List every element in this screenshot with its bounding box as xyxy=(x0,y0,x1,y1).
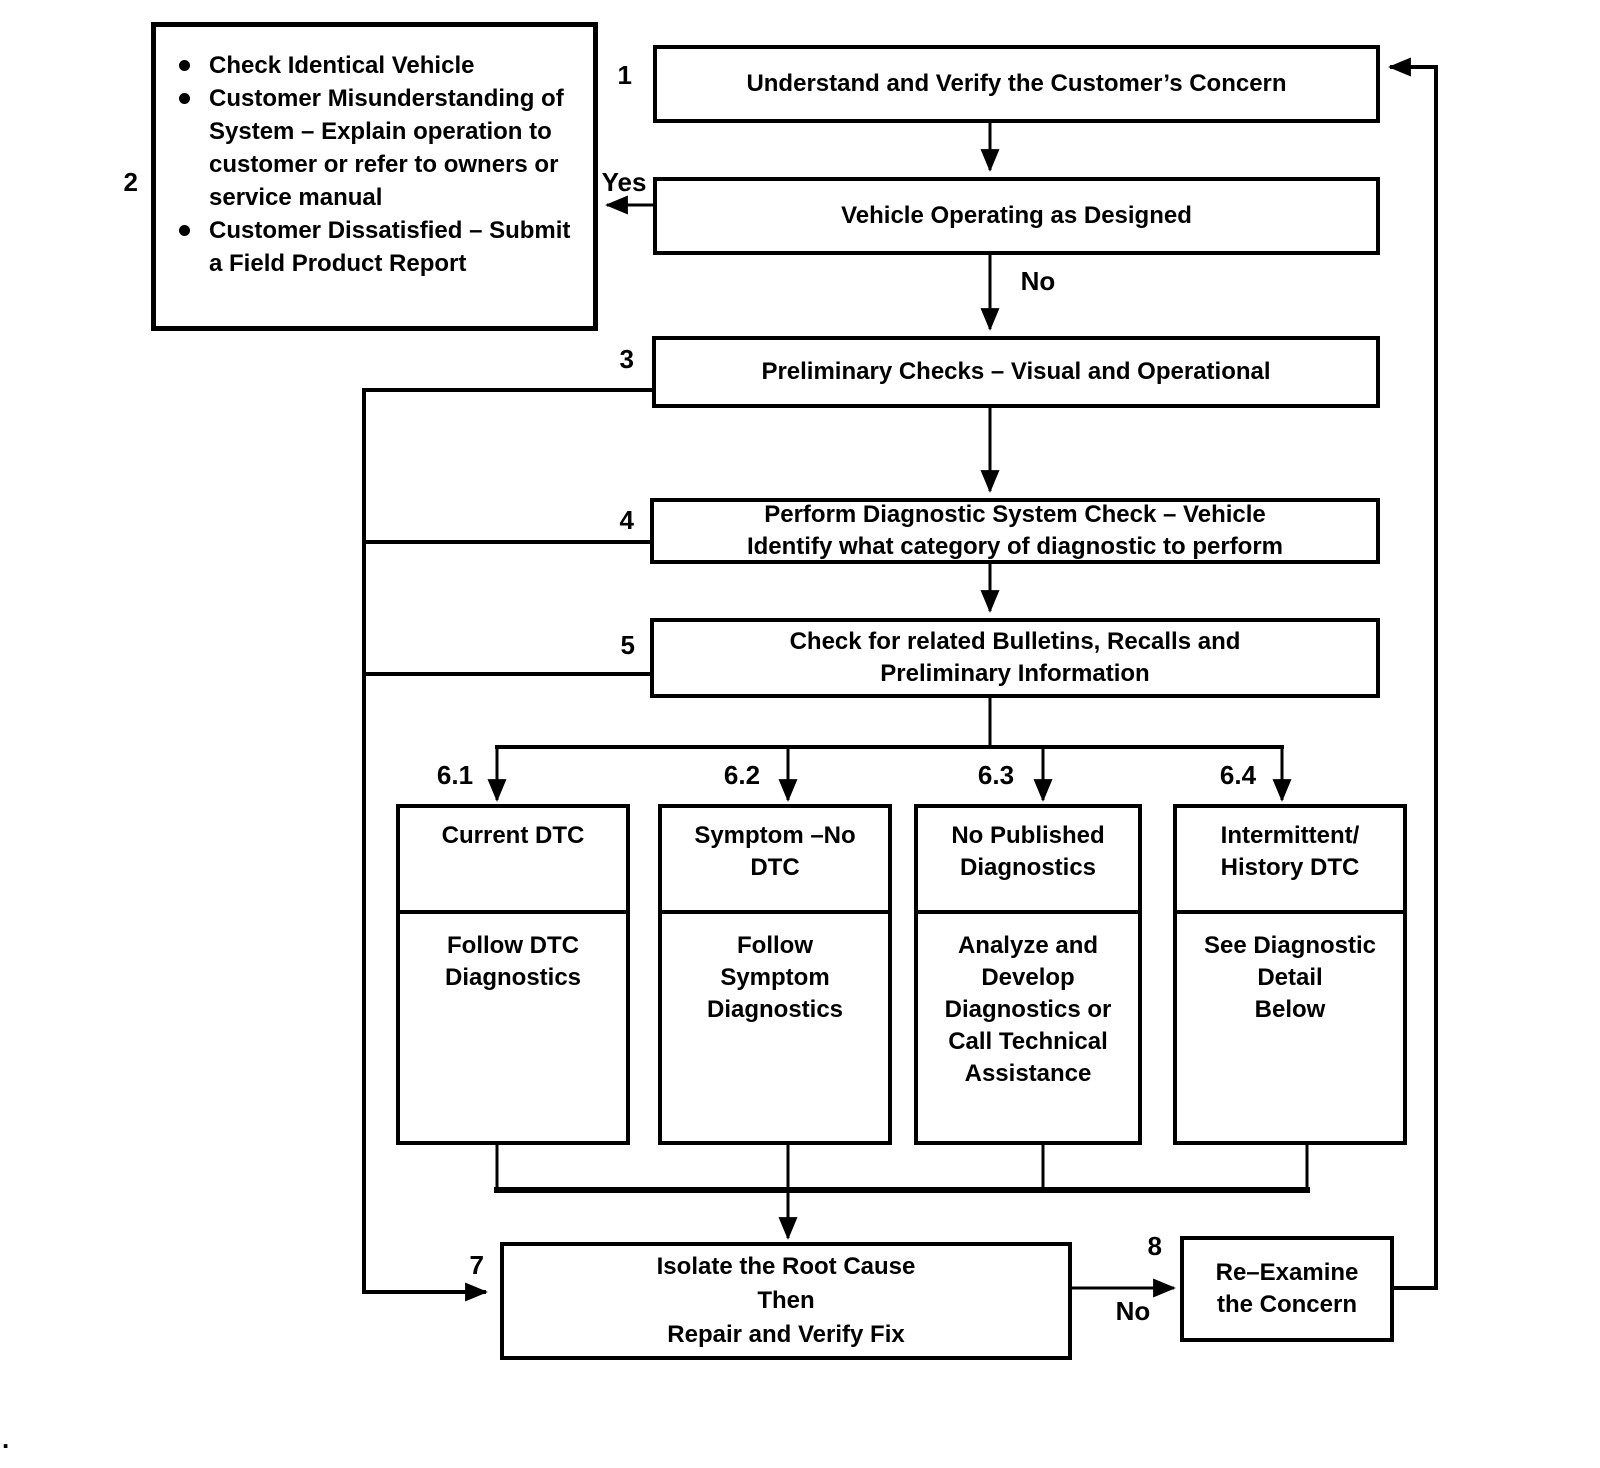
step-7-line-3: Repair and Verify Fix xyxy=(667,1321,905,1348)
step-7-line-1: Isolate the Root Cause xyxy=(656,1253,916,1280)
edge-label-no-operating: No xyxy=(1020,266,1056,296)
category-6-3-header-line: Diagnostics xyxy=(959,854,1097,881)
step-8-reexamine-concern-box: Re–Examine the Concern xyxy=(1180,1236,1394,1342)
category-6-4-body-line: See Diagnostic xyxy=(1203,932,1377,959)
left-rail xyxy=(362,388,652,1302)
bullet-line: Check Identical Vehicle xyxy=(209,52,475,79)
step-5-check-bulletins-box: Check for related Bulletins, Recalls and… xyxy=(650,618,1380,698)
step-3-preliminary-checks-box: Preliminary Checks – Visual and Operatio… xyxy=(652,336,1380,408)
category-6-1-header-line: Current DTC xyxy=(441,822,585,849)
step-number-6-2: 6.2 xyxy=(723,760,761,790)
category-6-3-body-line: Assistance xyxy=(964,1060,1092,1087)
step-8-line-2: the Concern xyxy=(1216,1291,1357,1318)
step-5-line-1: Check for related Bulletins, Recalls and xyxy=(789,628,1241,655)
step-7-line-2: Then xyxy=(757,1287,815,1314)
category-6-4-body: See Diagnostic Detail Below xyxy=(1177,914,1403,1141)
step-number-2: 2 xyxy=(123,167,138,197)
bullet-line: service manual xyxy=(209,184,383,211)
category-6-2-body-line: Diagnostics xyxy=(706,996,844,1023)
step-4-diagnostic-system-check-box: Perform Diagnostic System Check – Vehicl… xyxy=(650,498,1380,564)
step-number-7: 7 xyxy=(469,1250,484,1280)
category-6-4-intermittent-history-dtc-box: Intermittent/ History DTC See Diagnostic… xyxy=(1173,804,1407,1145)
category-6-4-header-line: History DTC xyxy=(1220,854,1360,881)
bullet-check-identical-vehicle: Check Identical Vehicle xyxy=(176,49,474,82)
step-number-3: 3 xyxy=(619,344,634,374)
category-6-1-current-dtc-box: Current DTC Follow DTC Diagnostics xyxy=(396,804,630,1145)
category-6-3-body-line: Develop xyxy=(981,964,1075,991)
category-6-3-header-line: No Published xyxy=(951,822,1105,849)
category-6-3-body-line: Analyze and xyxy=(957,932,1099,959)
category-6-2-header-line: Symptom –No xyxy=(694,822,856,849)
step-8-line-1: Re–Examine xyxy=(1215,1259,1359,1286)
step-4-line-2: Identify what category of diagnostic to … xyxy=(746,533,1284,560)
step-2-normal-operation-box: Check Identical Vehicle Customer Misunde… xyxy=(151,22,598,331)
bullet-line: System – Explain operation to xyxy=(209,118,552,145)
bullet-line: Customer Misunderstanding of xyxy=(209,85,564,112)
decision-vehicle-operating-box: Vehicle Operating as Designed xyxy=(653,177,1380,255)
step-number-6-3: 6.3 xyxy=(977,760,1015,790)
bullet-customer-misunderstanding: Customer Misunderstanding of System – Ex… xyxy=(176,82,564,214)
bullet-line: a Field Product Report xyxy=(209,250,467,277)
category-6-1-body-line: Follow DTC xyxy=(447,932,579,959)
feedback-loop xyxy=(1388,57,1438,1290)
decision-vehicle-operating-label: Vehicle Operating as Designed xyxy=(841,202,1192,229)
category-6-3-no-published-diagnostics-box: No Published Diagnostics Analyze and Dev… xyxy=(914,804,1142,1145)
category-6-4-header: Intermittent/ History DTC xyxy=(1177,808,1403,914)
step-3-label: Preliminary Checks – Visual and Operatio… xyxy=(761,358,1271,385)
step-number-1: 1 xyxy=(617,60,632,90)
footer-period: . xyxy=(2,1424,10,1454)
edge-label-no-reexamine: No xyxy=(1115,1296,1151,1326)
category-6-2-body: Follow Symptom Diagnostics xyxy=(662,914,888,1141)
category-6-4-body-line: Below xyxy=(1254,996,1326,1023)
category-6-3-header: No Published Diagnostics xyxy=(918,808,1138,914)
bullet-customer-dissatisfied: Customer Dissatisfied – Submit a Field P… xyxy=(176,214,570,280)
category-6-1-body-line: Diagnostics xyxy=(444,964,582,991)
category-6-2-body-line: Follow xyxy=(737,932,813,959)
category-6-1-body: Follow DTC Diagnostics xyxy=(400,914,626,1141)
category-6-2-body-line: Symptom xyxy=(720,964,830,991)
step-number-6-4: 6.4 xyxy=(1219,760,1257,790)
bullet-dot-icon xyxy=(179,60,190,71)
bullet-line: customer or refer to owners or xyxy=(209,151,559,178)
category-6-2-header-line: DTC xyxy=(750,854,800,881)
category-6-2-symptom-no-dtc-box: Symptom –No DTC Follow Symptom Diagnosti… xyxy=(658,804,892,1145)
bullet-line: Customer Dissatisfied – Submit xyxy=(209,217,571,244)
step-number-4: 4 xyxy=(619,505,634,535)
category-6-3-body: Analyze and Develop Diagnostics or Call … xyxy=(918,914,1138,1141)
category-6-2-header: Symptom –No DTC xyxy=(662,808,888,914)
step-number-5: 5 xyxy=(620,630,635,660)
step-number-6-1: 6.1 xyxy=(436,760,474,790)
step-1-understand-concern-box: Understand and Verify the Customer’s Con… xyxy=(653,45,1380,123)
category-6-1-header: Current DTC xyxy=(400,808,626,914)
step-5-line-2: Preliminary Information xyxy=(880,660,1150,687)
category-6-4-body-line: Detail xyxy=(1257,964,1323,991)
category-6-4-header-line: Intermittent/ xyxy=(1220,822,1360,849)
category-6-3-body-line: Diagnostics or xyxy=(944,996,1112,1023)
category-6-3-body-line: Call Technical xyxy=(948,1028,1108,1055)
step-1-label: Understand and Verify the Customer’s Con… xyxy=(746,70,1287,97)
edge-label-yes: Yes xyxy=(601,167,647,197)
bullet-dot-icon xyxy=(179,225,190,236)
step-number-8: 8 xyxy=(1147,1231,1162,1261)
step-4-line-1: Perform Diagnostic System Check – Vehicl… xyxy=(764,501,1266,528)
step-7-isolate-root-cause-box: Isolate the Root Cause Then Repair and V… xyxy=(500,1242,1072,1360)
bullet-dot-icon xyxy=(179,93,190,104)
